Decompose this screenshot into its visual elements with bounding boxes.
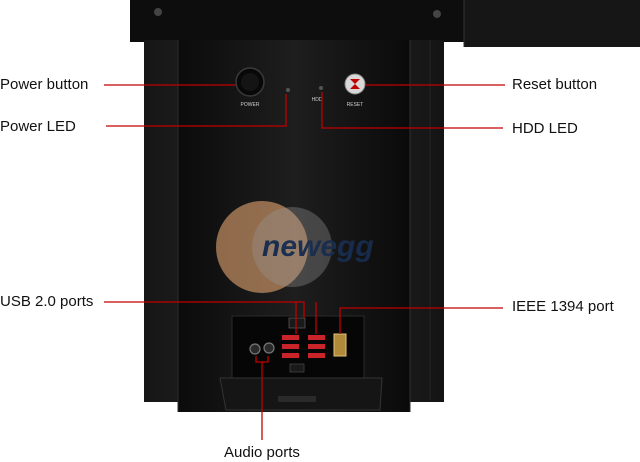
leader-usb: [104, 301, 305, 318]
usb-port-icon: [308, 344, 325, 349]
reset-panel-label: RESET: [347, 102, 364, 108]
callout-power-button: Power button: [0, 76, 89, 93]
callout-ieee-port: IEEE 1394 port: [512, 298, 614, 315]
io-door-hinge: [278, 396, 316, 402]
power-button: POWER: [235, 67, 265, 108]
power-led: [286, 88, 290, 92]
watermark-text: newegg: [262, 230, 374, 263]
front-io-panel: [231, 315, 365, 379]
callout-power-led: Power LED: [0, 118, 76, 135]
io-door: [219, 377, 383, 411]
callout-reset-button: Reset button: [512, 76, 598, 93]
leader-lines: [104, 84, 505, 440]
firewire-port-icon: [333, 333, 347, 357]
leader-ieee-port: [339, 307, 503, 334]
callout-usb-ports: USB 2.0 ports: [0, 293, 94, 310]
drive-bay-top: [130, 0, 640, 47]
usb-port-icon: [282, 344, 299, 349]
callout-audio-ports: Audio ports: [224, 444, 300, 461]
screw-icon: [154, 8, 162, 16]
power-panel-label: POWER: [241, 102, 260, 108]
newegg-watermark: newegg: [216, 201, 374, 293]
audio-jack-icon: [263, 342, 275, 354]
leader-hdd-led: [321, 92, 503, 129]
hdd-led: [319, 86, 323, 90]
usb-port-icon: [308, 353, 325, 358]
hdd-panel-label: HDD: [312, 97, 323, 103]
audio-jack-icon: [249, 343, 261, 355]
usb-port-icon: [282, 335, 299, 340]
usb-port-icon: [308, 335, 325, 340]
callout-hdd-led: HDD LED: [512, 120, 578, 137]
reset-button: RESET: [344, 73, 366, 108]
screw-icon: [433, 10, 441, 18]
usb-port-icon: [282, 353, 299, 358]
leader-power-led: [106, 94, 287, 127]
